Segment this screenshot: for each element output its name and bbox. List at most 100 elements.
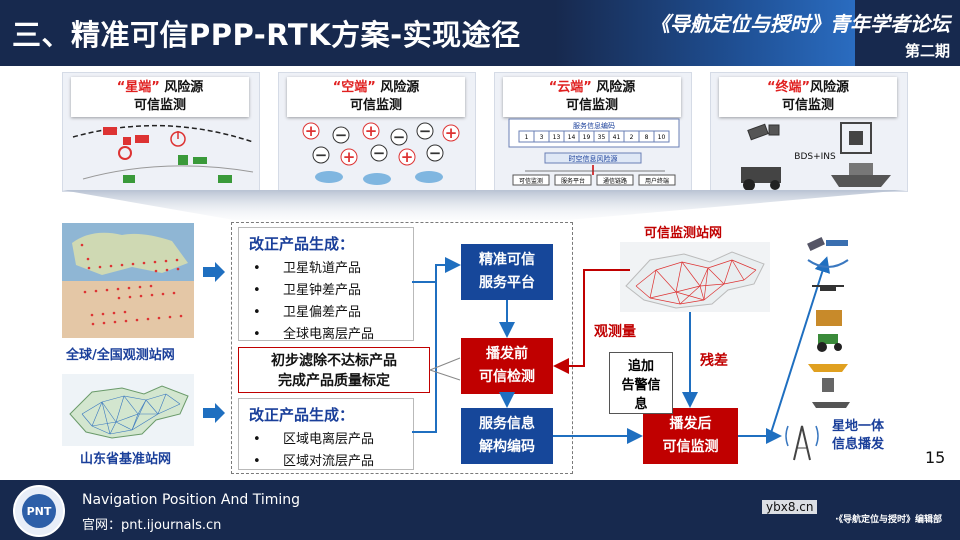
risk-node bbox=[512, 174, 550, 186]
footer-website[interactable]: 官网：pnt.ijournals.cn bbox=[82, 518, 222, 533]
code-cell-value: 13 bbox=[553, 134, 561, 141]
terminal-illustration: BDS+INS bbox=[741, 122, 891, 191]
code-cell-value: 19 bbox=[583, 134, 591, 141]
list-item: •区域电离层产品 bbox=[253, 432, 375, 447]
svg-text:−: − bbox=[419, 122, 432, 140]
net-link bbox=[655, 269, 677, 293]
space-risk-panel: “空端” 风险源 可信监测 + − + − − + − + − + − bbox=[278, 72, 476, 192]
pnt-logo: PNT bbox=[13, 485, 65, 537]
global-map-label: 全球/全国观测站网 bbox=[66, 348, 175, 363]
svg-text:−: − bbox=[429, 144, 442, 162]
net-link bbox=[649, 297, 681, 305]
svg-text:+: + bbox=[401, 148, 414, 166]
code-cell-value: 3 bbox=[540, 134, 544, 141]
station-dot bbox=[112, 311, 116, 315]
station-dot bbox=[94, 289, 98, 293]
risk-node bbox=[638, 174, 676, 186]
issue-label: 第二期 bbox=[904, 42, 950, 60]
station-dot bbox=[91, 322, 95, 326]
station-dot bbox=[138, 285, 142, 289]
code-cell-value: 1 bbox=[525, 134, 529, 141]
net-link bbox=[115, 421, 133, 431]
net-link bbox=[115, 413, 139, 423]
net-link bbox=[707, 259, 733, 269]
net-link bbox=[675, 261, 683, 293]
shandong-map-label: 山东省基准站网 bbox=[80, 452, 172, 467]
net-link bbox=[123, 395, 139, 415]
net-link bbox=[109, 421, 117, 435]
vessel-icon bbox=[812, 402, 850, 408]
station-dot bbox=[83, 290, 87, 294]
broadcast-label: 星地一体信息播发 bbox=[832, 419, 885, 452]
station-dot bbox=[142, 261, 146, 265]
net-link bbox=[91, 421, 117, 427]
net-link bbox=[699, 285, 705, 301]
list-item: •全球电离层产品 bbox=[253, 327, 375, 342]
station-dot bbox=[149, 284, 153, 288]
net-link bbox=[157, 393, 167, 415]
net-link bbox=[679, 285, 701, 305]
station-dot bbox=[86, 257, 90, 261]
risk-node-label: 可信监测 bbox=[519, 177, 543, 185]
net-link bbox=[123, 395, 147, 401]
net-link bbox=[655, 261, 683, 271]
code-cell-value: 2 bbox=[630, 134, 634, 141]
svg-text:−: − bbox=[373, 144, 386, 162]
net-link bbox=[101, 401, 117, 423]
satellite-illustration bbox=[72, 124, 254, 183]
net-link bbox=[675, 285, 701, 293]
monitor-station-map bbox=[620, 242, 770, 312]
panel-caption: “星端” 风险源 可信监测 bbox=[71, 77, 249, 117]
station-dot bbox=[80, 243, 84, 247]
panel-caption: “云端” 风险源 可信监测 bbox=[503, 77, 681, 117]
arrow-right-icon bbox=[203, 262, 225, 282]
station-dot bbox=[179, 314, 183, 318]
net-link bbox=[681, 261, 701, 287]
net-link bbox=[635, 285, 651, 299]
station-dot bbox=[175, 258, 179, 262]
net-link bbox=[649, 291, 677, 299]
svg-text:+: + bbox=[343, 148, 356, 166]
drone-icon bbox=[812, 285, 844, 291]
bds-ins-label: BDS+INS bbox=[794, 152, 836, 162]
code-cell-value: 14 bbox=[568, 134, 576, 141]
net-link bbox=[81, 413, 93, 427]
station-dot bbox=[176, 267, 180, 271]
net-link bbox=[145, 399, 159, 415]
station-dot bbox=[157, 316, 161, 320]
svg-text:−: − bbox=[335, 126, 348, 144]
net-link bbox=[115, 395, 125, 423]
station-dot bbox=[154, 269, 158, 273]
net-link bbox=[131, 413, 159, 431]
net-link bbox=[165, 393, 181, 405]
panel-caption: “空端” 风险源 可信监测 bbox=[287, 77, 465, 117]
decode-box: 服务信息解构编码 bbox=[461, 408, 553, 464]
station-dot bbox=[102, 321, 106, 325]
terminal-risk-panel: “终端”风险源 可信监测 BDS+INS bbox=[710, 72, 908, 192]
regional-products-box: 改正产品生成： •区域电离层产品 •区域对流层产品 bbox=[238, 398, 414, 470]
broadcast-illustration bbox=[785, 236, 850, 461]
encoding-title: 服务信息编码 bbox=[573, 121, 615, 130]
list-item: •卫星偏差产品 bbox=[253, 305, 362, 320]
panel-caption: “终端”风险源 可信监测 bbox=[719, 77, 897, 117]
station-dot bbox=[135, 318, 139, 322]
station-dot bbox=[153, 260, 157, 264]
station-dot bbox=[139, 294, 143, 298]
code-cell bbox=[653, 130, 670, 143]
station-dot bbox=[124, 319, 128, 323]
list-item: •卫星钟差产品 bbox=[253, 283, 362, 298]
rig-icon bbox=[822, 378, 834, 392]
risk-node-label: 用户终端 bbox=[645, 177, 669, 185]
net-link bbox=[101, 401, 111, 435]
net-link bbox=[703, 267, 709, 301]
station-dot bbox=[146, 317, 150, 321]
page-number: 15 bbox=[925, 448, 946, 467]
station-dot bbox=[120, 263, 124, 267]
svg-text:+: + bbox=[365, 122, 378, 140]
net-link bbox=[699, 267, 709, 287]
net-link bbox=[679, 299, 705, 305]
net-link bbox=[109, 429, 133, 435]
filter-box: 初步滤除不达标产品 完成产品质量标定 bbox=[238, 347, 430, 393]
